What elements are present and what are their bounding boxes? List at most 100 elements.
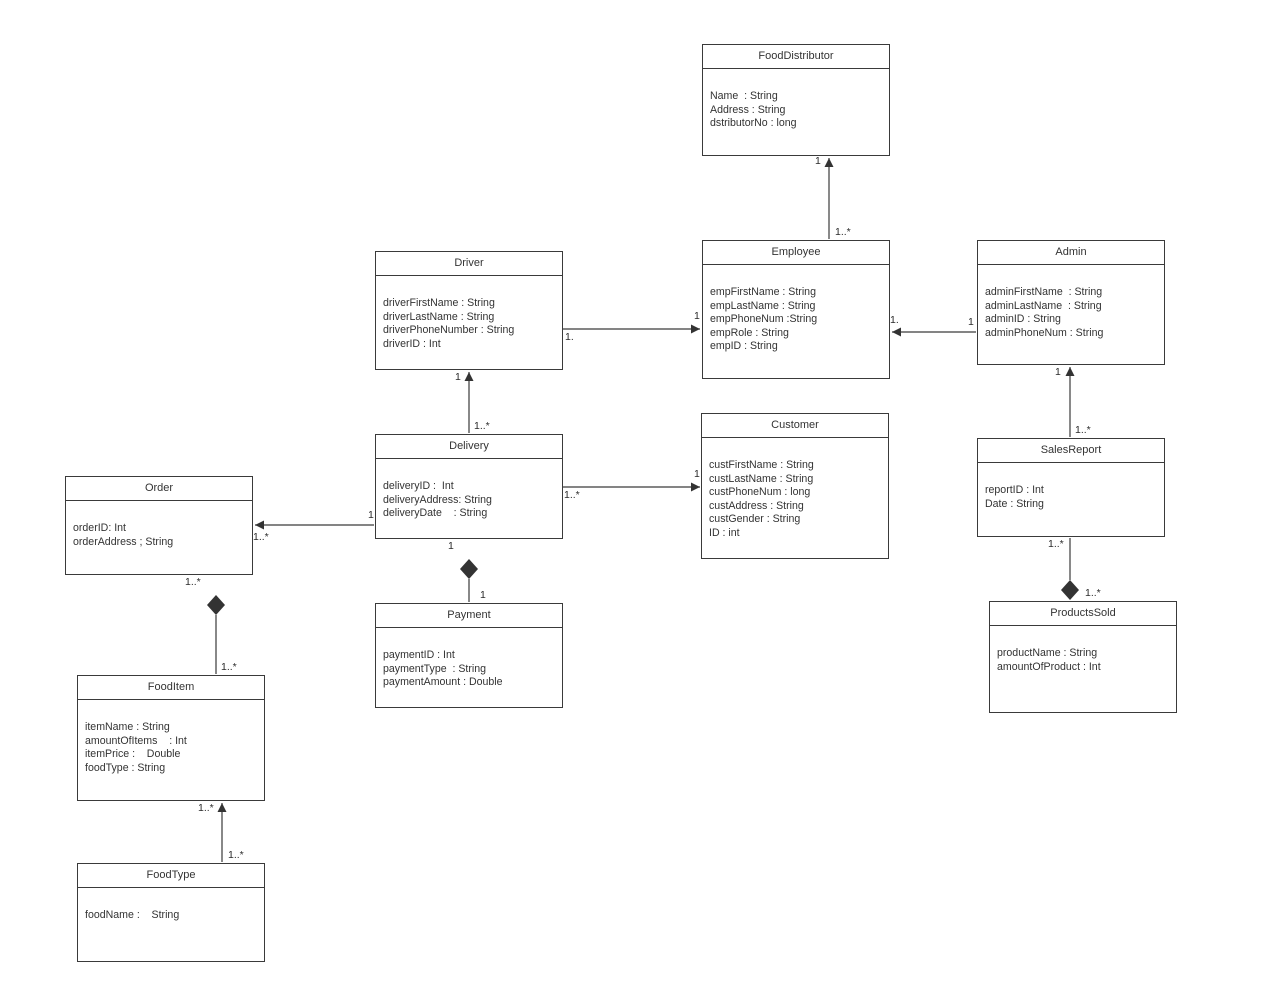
attribute: adminID : String <box>985 313 1061 326</box>
class-name: FoodItem <box>78 676 264 700</box>
multiplicity-label: 1..* <box>564 489 580 501</box>
attribute: driverID : Int <box>383 337 441 350</box>
attribute: custLastName : String <box>709 472 814 485</box>
multiplicity-label: 1 <box>1055 366 1061 378</box>
multiplicity-label: 1 <box>455 371 461 383</box>
attribute: deliveryAddress: String <box>383 493 492 506</box>
attribute: productName : String <box>997 647 1098 659</box>
attribute: adminPhoneNum : String <box>985 326 1104 339</box>
composition-diamond <box>207 595 225 615</box>
attribute: driverLastName : String <box>383 310 495 323</box>
arrowhead <box>217 803 227 812</box>
attribute: itemPrice : Double <box>85 748 181 761</box>
class-name: SalesReport <box>978 439 1164 463</box>
attribute: paymentID : Int <box>383 649 455 661</box>
attribute: orderAddress ; String <box>73 535 174 548</box>
relationship-driver-employee <box>563 324 700 334</box>
arrowhead <box>464 372 474 381</box>
relationship-food-type-food-item <box>217 803 227 862</box>
attribute: custAddress : String <box>709 499 804 512</box>
class-name: FoodType <box>78 864 264 888</box>
attribute: itemName : String <box>85 721 170 733</box>
attribute: reportID : Int <box>985 484 1044 496</box>
attribute: amountOfItems : Int <box>85 734 187 747</box>
multiplicity-label: 1..* <box>228 849 244 861</box>
multiplicity-label: 1 <box>968 316 974 328</box>
multiplicity-label: 1 <box>480 589 486 601</box>
multiplicity-label: 1..* <box>474 420 490 432</box>
multiplicity-label: 1..* <box>198 802 214 814</box>
multiplicity-label: 1 <box>368 509 374 521</box>
relationship-employee-food-distributor <box>824 158 834 239</box>
multiplicity-label: 1..* <box>1085 587 1101 599</box>
relationship-payment-delivery <box>460 559 478 602</box>
multiplicity-label: 1..* <box>835 226 851 238</box>
multiplicity-label: 1..* <box>1048 538 1064 550</box>
multiplicity-label: 1 <box>815 155 821 167</box>
class-name: Payment <box>376 604 562 628</box>
attribute: foodName : String <box>85 909 180 921</box>
attribute: custFirstName : String <box>709 459 814 471</box>
arrowhead <box>892 327 901 337</box>
attribute: Address : String <box>710 103 786 116</box>
attribute: orderID: Int <box>73 522 126 534</box>
attribute: empPhoneNum :String <box>710 313 818 326</box>
arrowhead <box>691 324 700 334</box>
class-name: Customer <box>702 414 888 438</box>
multiplicity-label: 1. <box>890 314 899 326</box>
attribute: paymentAmount : Double <box>383 676 503 689</box>
arrowhead <box>255 520 264 530</box>
attribute-list: foodName : String <box>78 888 264 923</box>
attribute: dstributorNo : long <box>710 117 797 130</box>
multiplicity-label: 1..* <box>221 661 237 673</box>
relationship-delivery-customer <box>563 482 700 492</box>
composition-diamond <box>1061 580 1079 600</box>
relationship-food-item-order <box>207 595 225 674</box>
attribute: Name : String <box>710 90 778 102</box>
class-food-type[interactable]: FoodType foodName : String <box>77 863 265 962</box>
arrowhead <box>1065 367 1075 376</box>
multiplicity-label: 1 <box>448 540 454 552</box>
attribute: deliveryDate : String <box>383 507 488 520</box>
attribute: paymentType : String <box>383 662 487 675</box>
relationship-sales-report-admin <box>1065 367 1075 437</box>
attribute: Date : String <box>985 497 1044 510</box>
composition-diamond <box>460 559 478 579</box>
class-name: FoodDistributor <box>703 45 889 69</box>
attribute: adminFirstName : String <box>985 286 1103 298</box>
multiplicity-label: 1..* <box>185 576 201 588</box>
multiplicity-label: 1. <box>565 331 574 343</box>
attribute: ID : int <box>709 526 740 539</box>
arrowhead <box>824 158 834 167</box>
arrowhead <box>691 482 700 492</box>
class-name: Employee <box>703 241 889 265</box>
attribute: custPhoneNum : long <box>709 486 811 499</box>
multiplicity-label: 1..* <box>1075 424 1091 436</box>
class-name: Order <box>66 477 252 501</box>
attribute: driverFirstName : String <box>383 297 495 309</box>
class-name: Driver <box>376 252 562 276</box>
